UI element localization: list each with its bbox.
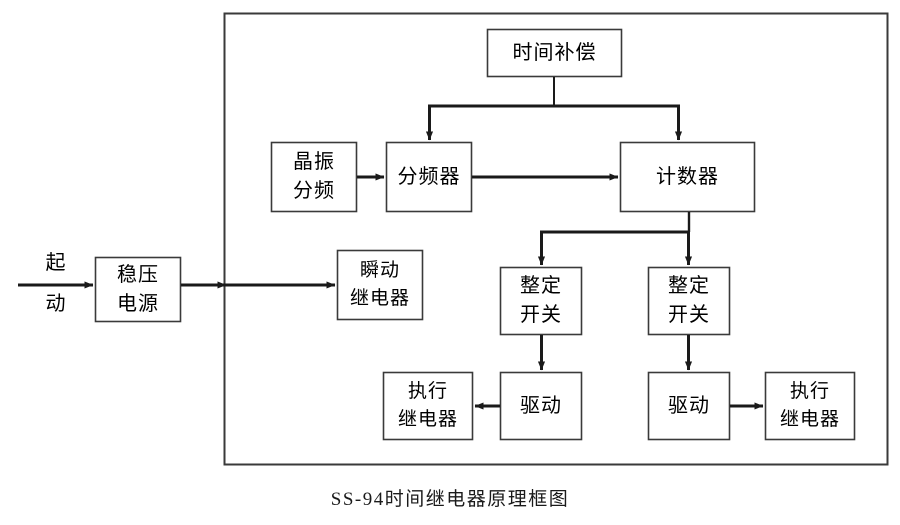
label-regulated-power[interactable]: 稳压 电源: [95, 257, 181, 322]
label-line: 开关: [668, 304, 710, 326]
outer-enclosure-frame: [223, 12, 889, 466]
box-instant-relay[interactable]: [336, 249, 424, 321]
label-line: 执行: [789, 381, 830, 403]
label-line: 电源: [117, 292, 159, 315]
label-line: 执行: [407, 381, 448, 403]
box-drive-left[interactable]: [499, 371, 583, 441]
label-frequency-divider[interactable]: 分频器: [386, 142, 472, 212]
label-line: 晶振: [293, 151, 335, 173]
box-regulated-power[interactable]: [94, 256, 182, 323]
input-label-line2: 动: [45, 293, 67, 315]
box-executive-relay-right[interactable]: [764, 371, 856, 441]
label-line: 驱动: [668, 394, 710, 417]
label-line: 继电器: [349, 288, 410, 309]
label-instant-relay[interactable]: 瞬动 继电器: [337, 250, 423, 320]
label-setting-switch-left[interactable]: 整定 开关: [500, 267, 582, 335]
label-crystal-divider[interactable]: 晶振 分频: [271, 142, 357, 212]
input-label-start: 起 动: [38, 252, 74, 316]
label-line: 驱动: [520, 394, 562, 417]
box-setting-switch-left[interactable]: [499, 266, 583, 336]
label-counter[interactable]: 计数器: [620, 142, 755, 212]
box-counter[interactable]: [619, 141, 756, 213]
label-executive-relay-right[interactable]: 执行 继电器: [765, 372, 855, 440]
label-executive-relay-left[interactable]: 执行 继电器: [383, 372, 473, 440]
label-line: 计数器: [656, 165, 719, 188]
box-frequency-divider[interactable]: [385, 141, 473, 213]
label-line: 开关: [520, 304, 562, 326]
input-label-line1: 起: [45, 252, 67, 274]
label-line: 继电器: [779, 409, 840, 430]
box-setting-switch-right[interactable]: [647, 266, 731, 336]
label-drive-left[interactable]: 驱动: [500, 372, 582, 440]
box-drive-right[interactable]: [647, 371, 731, 441]
label-time-compensation[interactable]: 时间补偿: [487, 29, 622, 77]
label-setting-switch-right[interactable]: 整定 开关: [648, 267, 730, 335]
label-drive-right[interactable]: 驱动: [648, 372, 730, 440]
label-line: 整定: [520, 275, 562, 297]
label-line: 分频器: [397, 165, 461, 188]
figure-caption: SS-94时间继电器原理框图: [330, 489, 570, 510]
box-crystal-divider[interactable]: [270, 141, 358, 213]
label-line: 稳压: [117, 263, 159, 286]
label-line: 分频: [293, 180, 335, 202]
box-time-compensation[interactable]: [486, 28, 623, 78]
label-line: 时间补偿: [512, 41, 597, 64]
label-line: 瞬动: [359, 260, 400, 282]
label-line: 继电器: [397, 409, 458, 430]
label-line: 整定: [668, 275, 710, 297]
box-executive-relay-left[interactable]: [382, 371, 474, 441]
